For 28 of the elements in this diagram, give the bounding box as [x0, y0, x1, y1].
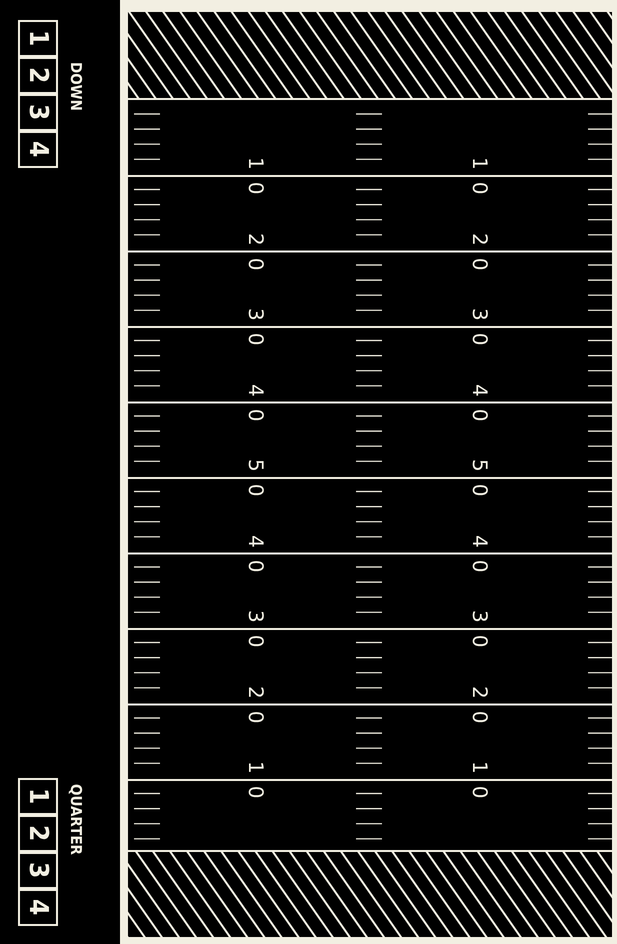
yard-number: 30: [470, 308, 490, 358]
yard-number: 40: [246, 384, 266, 434]
number-box: 1: [18, 778, 58, 815]
heading-label: DOWN: [68, 62, 83, 111]
yard-number: 40: [470, 384, 490, 434]
yard-number: 20: [470, 232, 490, 282]
number-box: 2: [18, 57, 58, 94]
yard-number: 40: [246, 534, 266, 584]
yard-number: 20: [246, 232, 266, 282]
yard-number: 40: [470, 534, 490, 584]
yard-number: 30: [246, 308, 266, 358]
yard-number: 10: [470, 761, 490, 811]
number-box: 4: [18, 131, 58, 168]
yard-number: 30: [470, 610, 490, 660]
yard-number: 50: [246, 459, 266, 509]
number-box: 2: [18, 815, 58, 852]
yard-number: 10: [470, 157, 490, 207]
yard-number: 30: [246, 610, 266, 660]
number-box: 3: [18, 852, 58, 889]
yard-number: 10: [246, 761, 266, 811]
yard-number: 20: [246, 686, 266, 736]
yard-number: 10: [246, 157, 266, 207]
number-box: 1: [18, 20, 58, 57]
number-box: 3: [18, 94, 58, 131]
yard-number: 20: [470, 686, 490, 736]
heading-label: QUARTER: [68, 784, 83, 855]
number-box: 4: [18, 889, 58, 926]
yard-number: 50: [470, 459, 490, 509]
